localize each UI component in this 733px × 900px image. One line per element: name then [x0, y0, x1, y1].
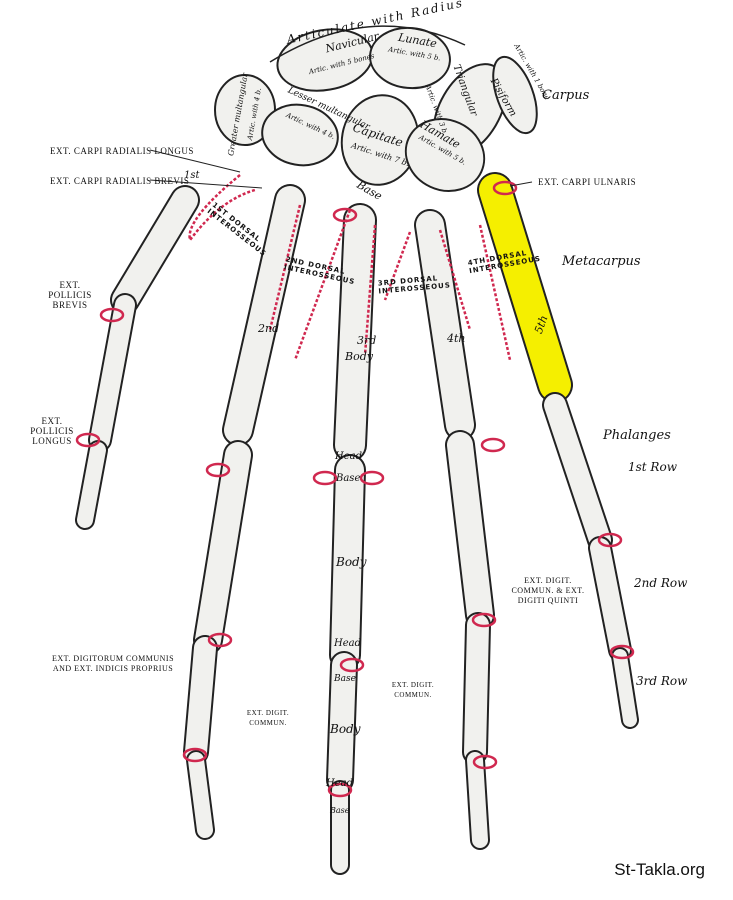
interosseous-attachment-line: [293, 209, 352, 361]
bone: [224, 186, 304, 444]
bone: [464, 614, 489, 763]
fifth-metacarpal-highlight: [479, 174, 571, 401]
label-2nd-row: 2nd Row: [634, 576, 688, 590]
bone: [195, 442, 251, 653]
bone: [467, 752, 488, 848]
label-body-2: Body: [330, 722, 361, 736]
bone: [188, 752, 213, 838]
bone: [112, 187, 198, 313]
leader-line: [149, 179, 263, 189]
label-metacarpal-2nd: 2nd: [258, 322, 280, 335]
label-metacarpal-1st: 1st: [184, 170, 200, 181]
interosseous-attachment-line: [363, 224, 377, 356]
carpal-bone: [492, 55, 538, 135]
leader-line: [149, 149, 241, 173]
label-1st-row: 1st Row: [628, 460, 677, 474]
radius-arc: [269, 25, 466, 63]
bone: [544, 394, 611, 551]
interosseous-attachment-line: [268, 204, 302, 331]
label-head-2: Head: [334, 638, 362, 649]
leader-line: [509, 181, 533, 187]
interosseous-attachment-line: [438, 229, 472, 331]
tendon-attachment: [471, 612, 497, 628]
tendon-attachment: [99, 307, 125, 323]
tendon-attachment: [359, 470, 385, 486]
tendon-attachment: [597, 532, 623, 548]
tendon-attachment: [75, 432, 101, 448]
bone: [416, 211, 474, 439]
tendon-attachment: [339, 657, 365, 673]
label-metacarpal-body: Body: [345, 350, 373, 363]
label-body-1: Body: [336, 555, 367, 569]
label-metacarpal-4th: 4th: [447, 332, 466, 345]
label-base-3: Base: [330, 806, 350, 815]
tendon-attachment: [492, 180, 518, 196]
bone: [328, 653, 356, 792]
carpal-bone: [261, 103, 339, 167]
label-ext-digit-commun-quinti: EXT. DIGIT. COMMUN. & EXT. DIGITI QUINTI: [511, 576, 585, 605]
tendon-attachment: [182, 747, 208, 763]
bone: [331, 456, 364, 669]
tendon-attachment: [472, 754, 498, 770]
bone: [447, 432, 493, 628]
label-ext-pollicis-brevis: EXT. POLLICIS BREVIS: [48, 280, 92, 310]
label-metacarpus: Metacarpus: [562, 254, 641, 269]
tendon-attachment: [207, 632, 233, 648]
carpal-bone: [404, 118, 486, 192]
interosseous-attachment-line: [383, 231, 412, 301]
tendon-attachment: [205, 462, 231, 478]
label-metacarpal-3rd: 3rd: [357, 334, 377, 347]
bone: [185, 637, 216, 763]
tendon-attachment: [480, 437, 506, 453]
bone: [590, 538, 630, 660]
label-ext-carpi-radialis-longus: EXT. CARPI RADIALIS LONGUS: [50, 146, 194, 156]
label-3rd-row: 3rd Row: [636, 674, 688, 688]
watermark: St-Takla.org: [614, 860, 705, 879]
interosseous-attachment-line: [478, 224, 512, 361]
interosseous-attachment-line: [188, 174, 256, 243]
label-ext-digit-commun-middle: EXT. DIGIT. COMMUN.: [246, 709, 290, 727]
tendon-attachment: [312, 470, 338, 486]
label-base-1: Base: [336, 473, 361, 484]
label-ext-carpi-ulnaris: EXT. CARPI ULNARIS: [538, 177, 637, 187]
label-head-1: Head: [335, 451, 363, 462]
bone: [77, 442, 106, 528]
label-base-2: Base: [334, 674, 356, 684]
label-carpus: Carpus: [542, 88, 590, 103]
bone: [613, 649, 637, 727]
tendon-attachment: [609, 644, 635, 660]
label-ext-pollicis-longus: EXT. POLLICIS LONGUS: [30, 416, 74, 446]
label-ext-digitorum-communis-indicis: EXT. DIGITORUM COMMUNIS AND EXT. INDICIS…: [51, 654, 175, 673]
bone: [90, 295, 135, 450]
label-ext-digit-commun-ring: EXT. DIGIT. COMMUN.: [391, 681, 435, 699]
label-head-3: Head: [326, 778, 354, 789]
label-phalanges: Phalanges: [603, 428, 671, 443]
tendon-attachment: [327, 782, 353, 798]
bone: [335, 205, 375, 460]
label-ext-carpi-radialis-brevis: EXT. CARPI RADIALIS BREVIS: [50, 176, 190, 186]
